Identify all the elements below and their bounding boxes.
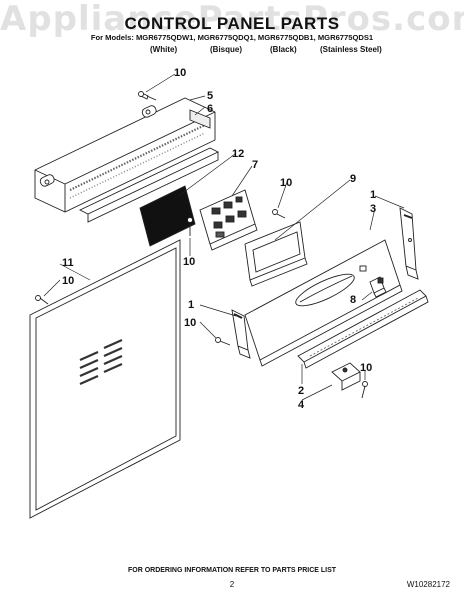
callout-4: 4 <box>298 399 305 411</box>
color-bisque: (Bisque) <box>210 45 242 54</box>
screw-top <box>138 91 157 101</box>
screw-hinge <box>361 381 368 399</box>
callout-9: 9 <box>350 173 356 185</box>
page-title: CONTROL PANEL PARTS <box>124 14 340 33</box>
left-side-bracket <box>231 309 251 359</box>
lockout-switch <box>369 276 387 298</box>
screw-left-bracket <box>215 337 231 346</box>
screw-board-right <box>272 209 286 219</box>
callout-11: 11 <box>62 257 74 269</box>
callout-5: 5 <box>207 90 213 102</box>
color-black: (Black) <box>270 45 297 54</box>
callout-10-left-bracket: 10 <box>184 317 196 329</box>
callout-10-cover: 10 <box>62 275 74 287</box>
right-side-bracket <box>399 207 419 280</box>
control-panel-overlay <box>244 239 403 367</box>
color-stainless: (Stainless Steel) <box>320 45 382 54</box>
front-trim <box>297 289 429 369</box>
display-window <box>244 221 308 287</box>
callout-10-board-right: 10 <box>280 177 292 189</box>
document-number: W10282172 <box>406 580 450 589</box>
hinge-bracket <box>331 362 361 391</box>
callout-6: 6 <box>207 103 213 115</box>
watermark: AppliancePartsPros.com <box>0 0 464 39</box>
callout-10-hinge: 10 <box>360 362 372 374</box>
screw-board-left <box>187 217 193 236</box>
rear-control-panel <box>34 97 216 213</box>
callout-1-left: 1 <box>188 299 194 311</box>
color-white: (White) <box>150 45 178 54</box>
callout-3: 3 <box>370 203 376 215</box>
model-list: For Models: MGR6775QDW1, MGR6775QDQ1, MG… <box>90 33 374 42</box>
callout-2: 2 <box>298 385 304 397</box>
screw-cover <box>35 295 49 305</box>
callout-12: 12 <box>232 148 244 160</box>
callout-7: 7 <box>252 159 258 171</box>
callout-8: 8 <box>350 294 356 306</box>
control-board <box>199 189 258 251</box>
insulation-pad <box>139 185 196 247</box>
ordering-note: FOR ORDERING INFORMATION REFER TO PARTS … <box>127 567 337 574</box>
callout-10-board-left: 10 <box>183 256 195 268</box>
rear-access-cover <box>29 239 181 519</box>
panel-trim <box>78 147 220 223</box>
callout-10-top: 10 <box>174 67 186 79</box>
page-number: 2 <box>229 580 235 589</box>
callout-1-right: 1 <box>370 189 376 201</box>
